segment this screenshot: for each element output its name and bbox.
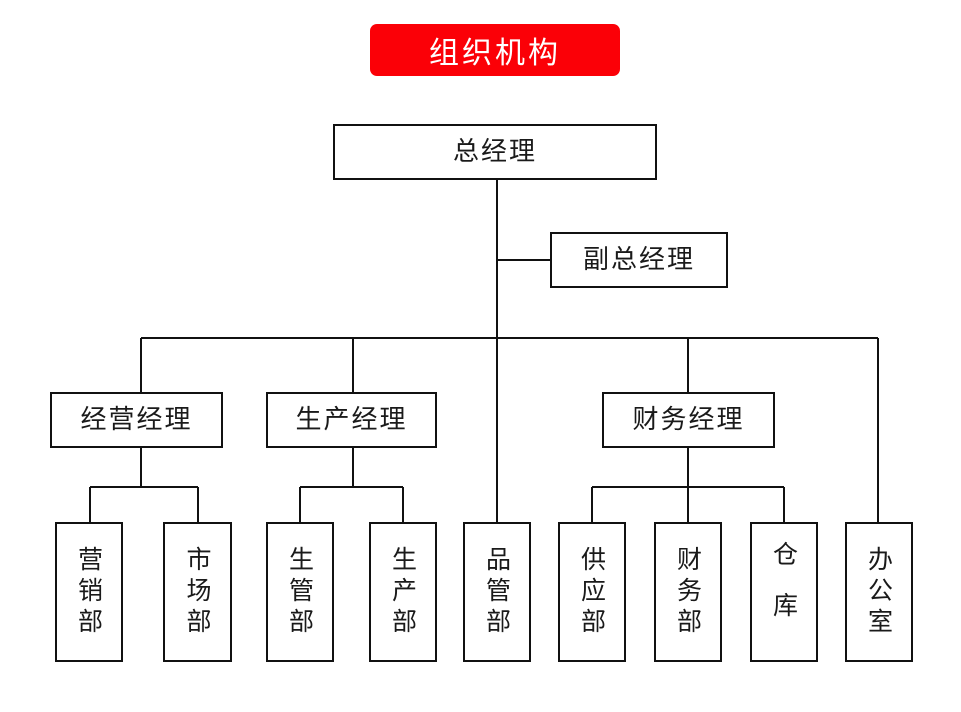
org-node-label: 供应部 xyxy=(577,545,607,639)
org-node-dept-prodmgmt[interactable]: 生管部 xyxy=(266,522,334,662)
chart-title-banner: 组织机构 xyxy=(370,24,620,76)
org-node-label: 生管部 xyxy=(285,545,315,639)
org-node-label: 财务经理 xyxy=(632,405,745,435)
org-node-dept-supply[interactable]: 供应部 xyxy=(558,522,626,662)
org-node-deputy-gm[interactable]: 副总经理 xyxy=(550,232,728,288)
org-node-label: 市场部 xyxy=(183,545,212,639)
org-node-label: 财务部 xyxy=(673,545,703,639)
org-node-label: 经营经理 xyxy=(80,405,193,435)
org-node-dept-market[interactable]: 市场部 xyxy=(163,522,232,662)
org-node-mgr-ops[interactable]: 经营经理 xyxy=(50,392,223,448)
org-node-dept-finance[interactable]: 财务部 xyxy=(654,522,722,662)
org-node-dept-production[interactable]: 生产部 xyxy=(369,522,437,662)
org-node-label: 副总经理 xyxy=(582,245,695,275)
org-node-label: 总经理 xyxy=(452,137,537,167)
org-node-dept-warehouse[interactable]: 仓库 xyxy=(750,522,818,662)
org-node-dept-office[interactable]: 办公室 xyxy=(845,522,913,662)
org-node-label: 仓库 xyxy=(769,541,799,643)
org-node-label: 营销部 xyxy=(74,545,104,639)
org-node-label: 生产部 xyxy=(388,545,418,639)
org-node-dept-marketing[interactable]: 营销部 xyxy=(55,522,123,662)
org-node-label: 办公室 xyxy=(864,545,894,639)
chart-title-text: 组织机构 xyxy=(429,36,561,71)
org-node-label: 生产经理 xyxy=(295,405,408,435)
org-node-label: 品管部 xyxy=(482,545,512,639)
org-node-gm[interactable]: 总经理 xyxy=(333,124,657,180)
org-node-mgr-finance[interactable]: 财务经理 xyxy=(602,392,775,448)
org-node-mgr-prod[interactable]: 生产经理 xyxy=(266,392,437,448)
org-node-dept-quality[interactable]: 品管部 xyxy=(463,522,531,662)
